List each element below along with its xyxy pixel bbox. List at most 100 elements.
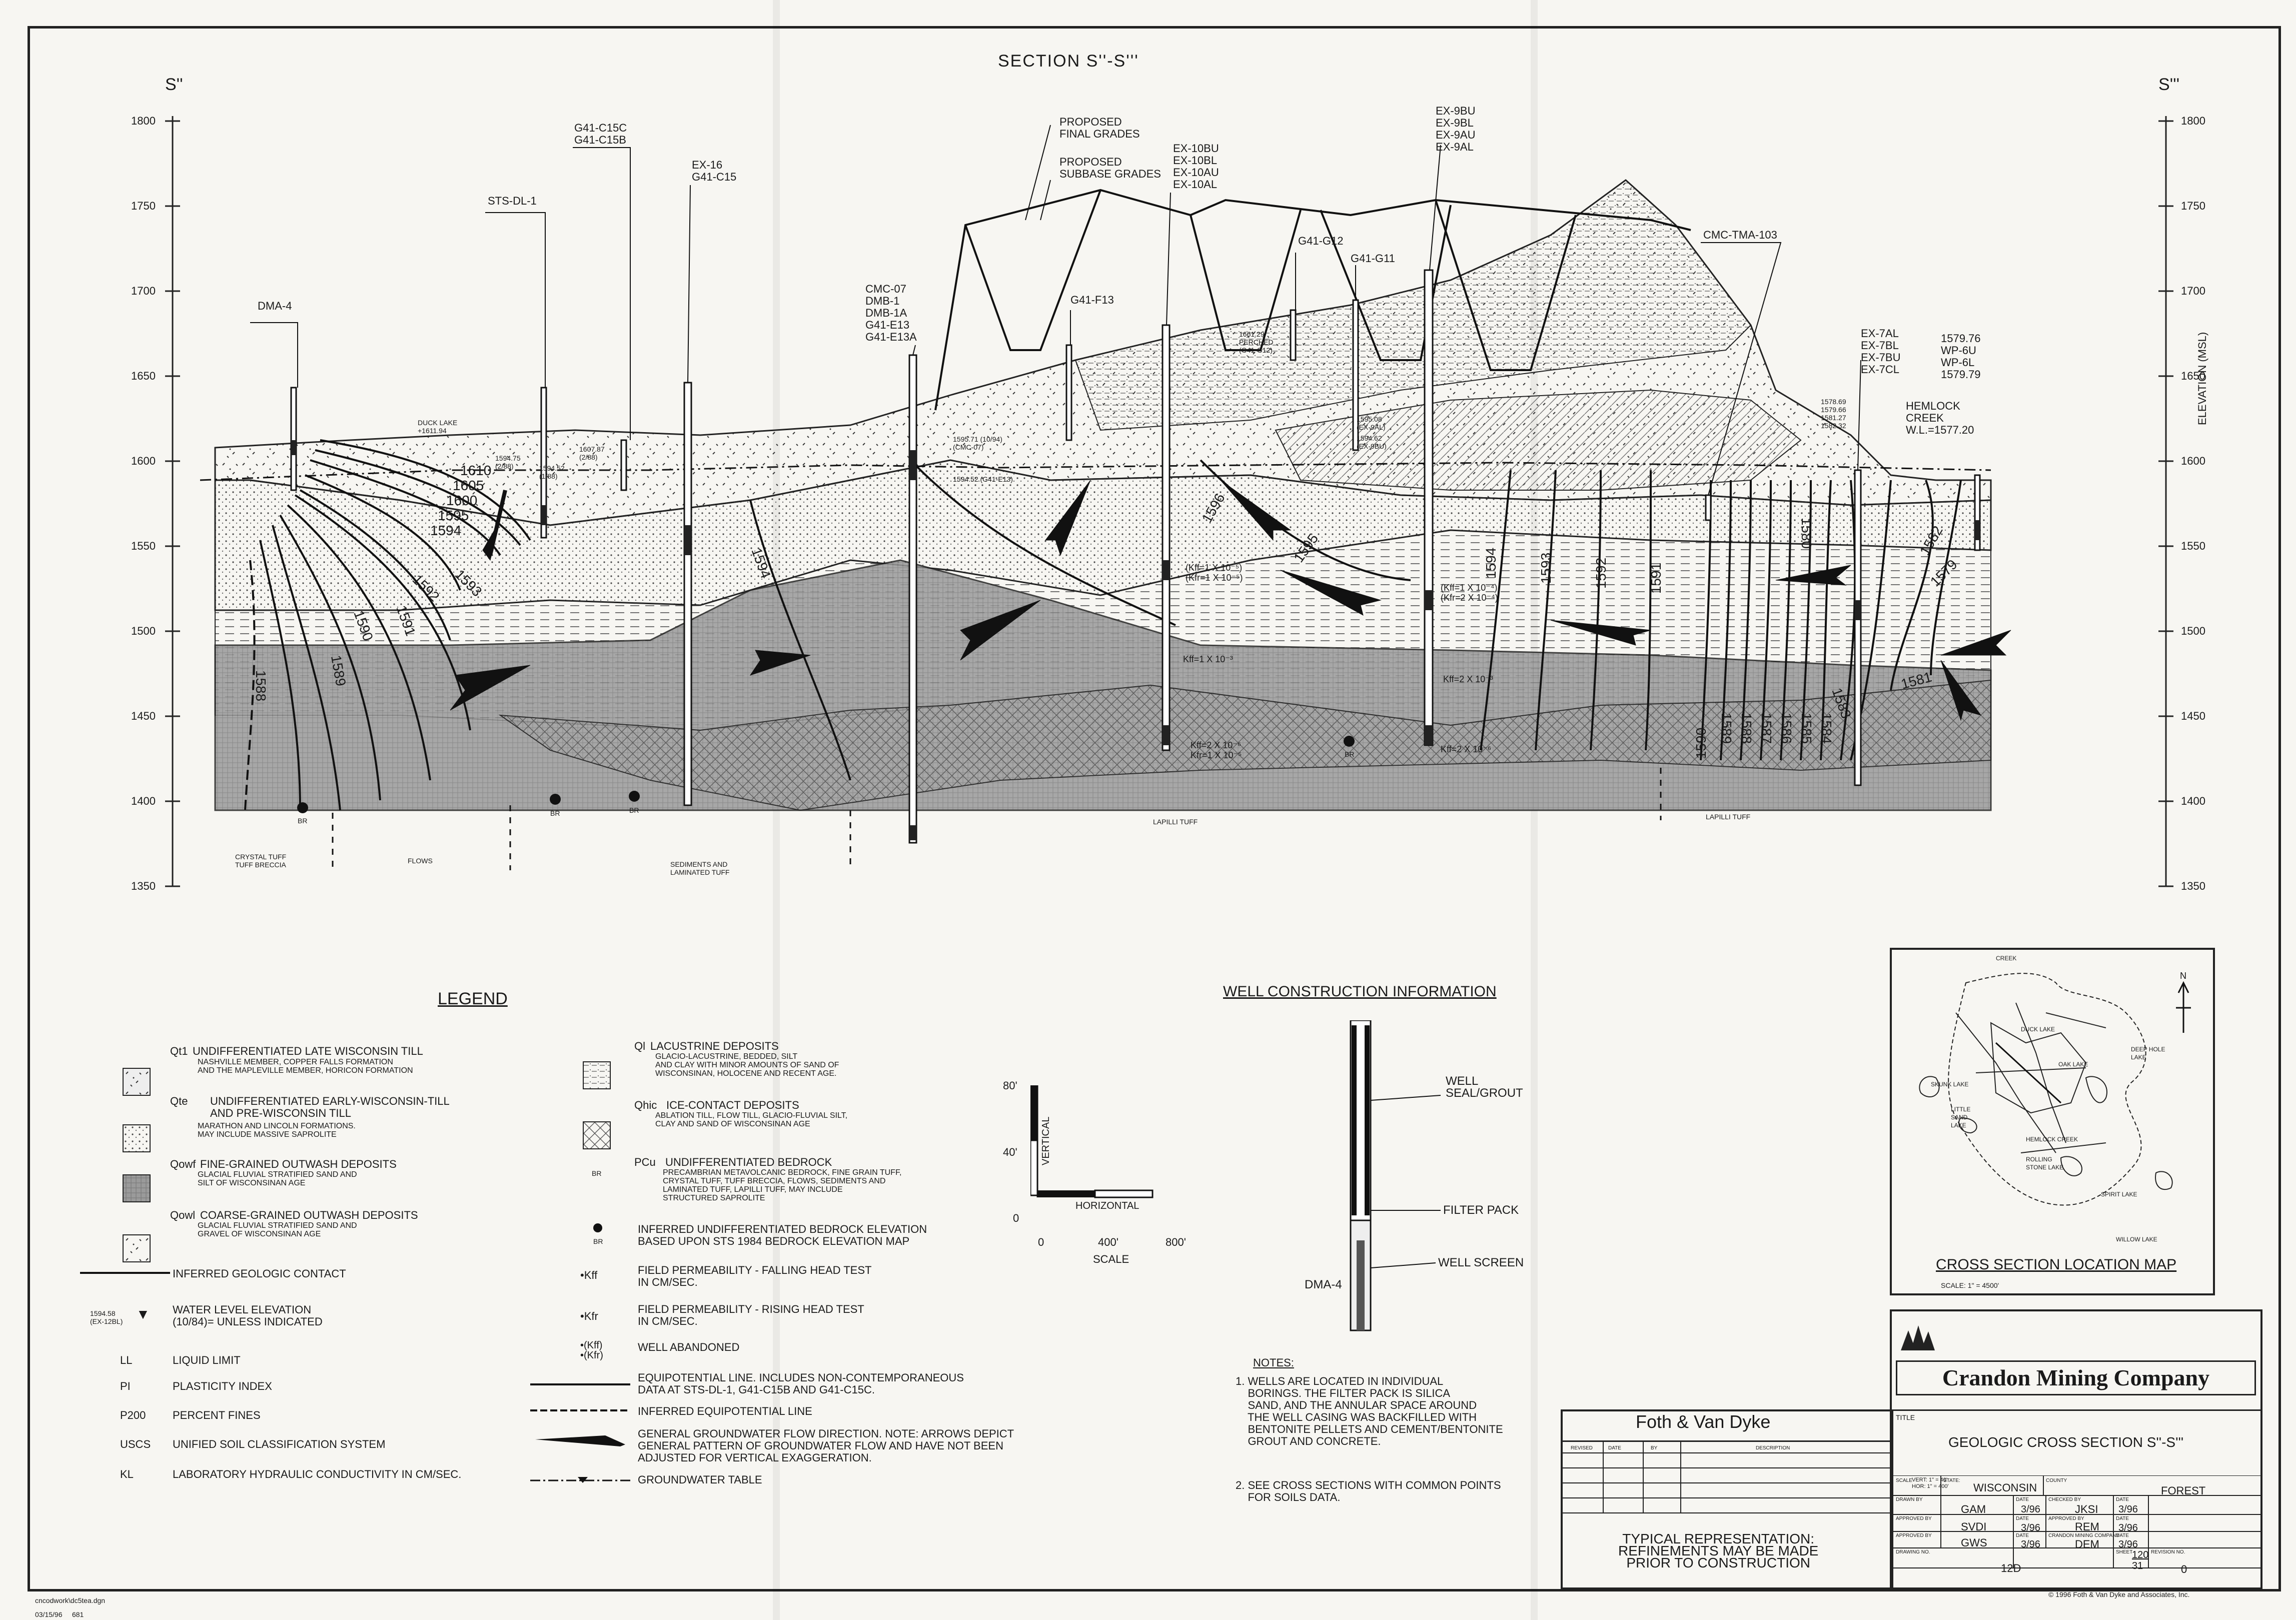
rev-header: REVISED [1571,1445,1593,1451]
map-label: SKUNK LAKE [1931,1081,1969,1088]
legend-swatch-qt1 [123,1068,151,1096]
y-tick: 1550 [131,540,156,552]
y-tick: 1500 [131,625,156,637]
date-value: 3/96 [2118,1504,2138,1515]
legend-abbrev-key: P200 [120,1409,146,1421]
cmc-approval-value: DEM [2075,1538,2099,1550]
right-elevation-axis [2158,116,2173,887]
y-tick: 1500 [2181,625,2205,637]
filter-pack-label: FILTER PACK [1443,1203,1519,1217]
equipotential-label: 1588 [253,670,269,702]
well-construction-diagram [1350,1020,1372,1331]
well-label-wp6: 1579.76 WP-6U WP-6L 1579.79 [1941,332,1981,381]
left-elevation-axis [165,116,180,887]
legend-pcu-name: UNDIFFERENTIATED BEDROCK [665,1156,832,1168]
well-screens [291,440,1980,840]
section-right-label: S''' [2158,75,2180,94]
date-label: DATE [2016,1497,2029,1502]
equipotential-label: 1586 [1779,712,1795,744]
well-label-ex10: EX-10BU EX-10BL EX-10AU EX-10AL [1173,142,1219,191]
legend-swatch-qte [123,1124,151,1152]
legend-abbrev-value: PERCENT FINES [173,1409,261,1421]
section-title: SECTION S''-S''' [998,52,1139,71]
permeability-label: Kff=2 X 10⁻⁶ Kfr=1 X 10⁻⁵ [1191,740,1242,760]
equipotential-lines-right [1480,470,1962,761]
legend-qt1-desc: NASHVILLE MEMBER, COPPER FALLS FORMATION… [198,1058,413,1075]
well-label-g41-c15: G41-C15C G41-C15B [574,122,627,146]
y-tick: 1650 [131,370,156,382]
y-tick: 1750 [131,200,156,212]
legend-qte-name: UNDIFFERENTIATED EARLY-WISCONSIN-TILL AN… [210,1095,450,1119]
lithology-crystal-tuff: CRYSTAL TUFF TUFF BRECCIA [235,853,287,869]
legend-kfr: FIELD PERMEABILITY - RISING HEAD TEST IN… [638,1303,864,1327]
well-label-ex16: EX-16 G41-C15 [692,159,737,183]
legend-qowf-code: Qowf [170,1158,196,1170]
legend-abbrev-value: UNIFIED SOIL CLASSIFICATION SYSTEM [173,1438,386,1450]
drawn-by-label: DRAWN BY [1896,1497,1923,1502]
y-tick: 1600 [2181,455,2205,467]
well-label-sts-dl-1: STS-DL-1 [488,195,537,207]
y-tick: 1400 [2181,795,2205,807]
copyright-notice: © 1996 Foth & Van Dyke and Associates, I… [2048,1590,2190,1598]
drawing-number: 12D [2001,1562,2021,1574]
map-label: WILLOW LAKE [2116,1236,2157,1243]
revision-number: 0 [2181,1563,2187,1575]
map-label: HEMLOCK CREEK [2026,1136,2078,1143]
bedrock-dividers [332,768,1662,870]
legend-flow-direction: GENERAL GROUNDWATER FLOW DIRECTION. NOTE… [638,1427,1014,1464]
file-date: 03/15/96 681 [35,1610,84,1618]
cmc-approval-label: CRANDON MINING COMPANY [2048,1533,2120,1538]
equipotential-label: 1610 [460,463,492,478]
firm-name: Foth & Van Dyke [1636,1411,1771,1432]
date-value: 3/96 [2118,1539,2138,1550]
bedrock-label: BR [1345,750,1355,758]
approved-by-value: GWS [1961,1536,1987,1549]
map-label: CREEK [1996,955,2017,962]
svg-text:N: N [2180,971,2186,981]
revision-grid [1561,1440,1893,1513]
lithology-sediments: SEDIMENTS AND LAMINATED TUFF [670,860,730,876]
company-name: Crandon Mining Company [1896,1360,2256,1395]
legend-swatch-qowl [123,1234,151,1262]
location-map-scale: SCALE: 1" = 4500' [1941,1281,1999,1289]
legend-swatch-qhic [583,1121,611,1149]
state-field-label: STATE: [1943,1478,1960,1483]
file-path: cncodwork\dc5tea.dgn [35,1596,106,1604]
approved-by-value: SVDI [1961,1520,1987,1533]
water-level-label: 1594.62 (EX-9BU) [1357,434,1387,450]
date-value: 3/96 [2118,1522,2138,1533]
well-label-g41-g11: G41-G11 [1351,252,1395,265]
legend-qt1-code: Qt1 [170,1045,188,1057]
location-map-frame [1890,948,2215,1295]
approved-by-value: REM [2075,1520,2099,1533]
legend-swatch-qowf [123,1174,151,1202]
rev-header: DATE [1608,1445,1621,1451]
date-value: 3/96 [2021,1504,2040,1515]
legend-kff: FIELD PERMEABILITY - FALLING HEAD TEST I… [638,1264,872,1288]
water-level-label: 1594.52 (1/88) [539,464,565,480]
bedrock-label: BR [629,806,639,814]
equipotential-label: 1590 [1693,727,1709,759]
equipotential-label: 1588 [1739,712,1755,744]
y-tick: 1550 [2181,540,2205,552]
legend-abandoned: WELL ABANDONED [638,1341,740,1353]
scale-v-tick: 0 [1013,1212,1019,1224]
scale-h-tick: 0 [1038,1236,1044,1248]
well-label-ex7: EX-7AL EX-7BL EX-7BU EX-7CL [1861,327,1901,376]
note-item: 2. SEE CROSS SECTIONS WITH COMMON POINTS… [1236,1479,1501,1503]
map-label: OAK LAKE [2058,1061,2088,1068]
y-tick: 1700 [2181,285,2205,297]
bedrock-points [297,736,1355,813]
legend-ql-name: LACUSTRINE DEPOSITS [650,1040,779,1052]
well-label-ex9: EX-9BU EX-9BL EX-9AU EX-9AL [1436,105,1476,153]
legend-abbrev-key: LL [120,1354,133,1366]
legend-pcu-desc: PRECAMBRIAN METAVOLCANIC BEDROCK, FINE G… [663,1168,902,1202]
approved-by-label: APPROVED BY [1896,1533,1932,1538]
equipotential-label: 1592 [1593,557,1609,589]
scale-h-tick: 800' [1166,1236,1186,1248]
water-level-label: 1595.08 (EX-9AL) [1357,415,1386,431]
y-tick: 1700 [131,285,156,297]
well-seal-label: WELL SEAL/GROUT [1446,1074,1523,1100]
tb-divider [1893,1409,2262,1411]
legend-abbrev-value: LIQUID LIMIT [173,1354,241,1366]
